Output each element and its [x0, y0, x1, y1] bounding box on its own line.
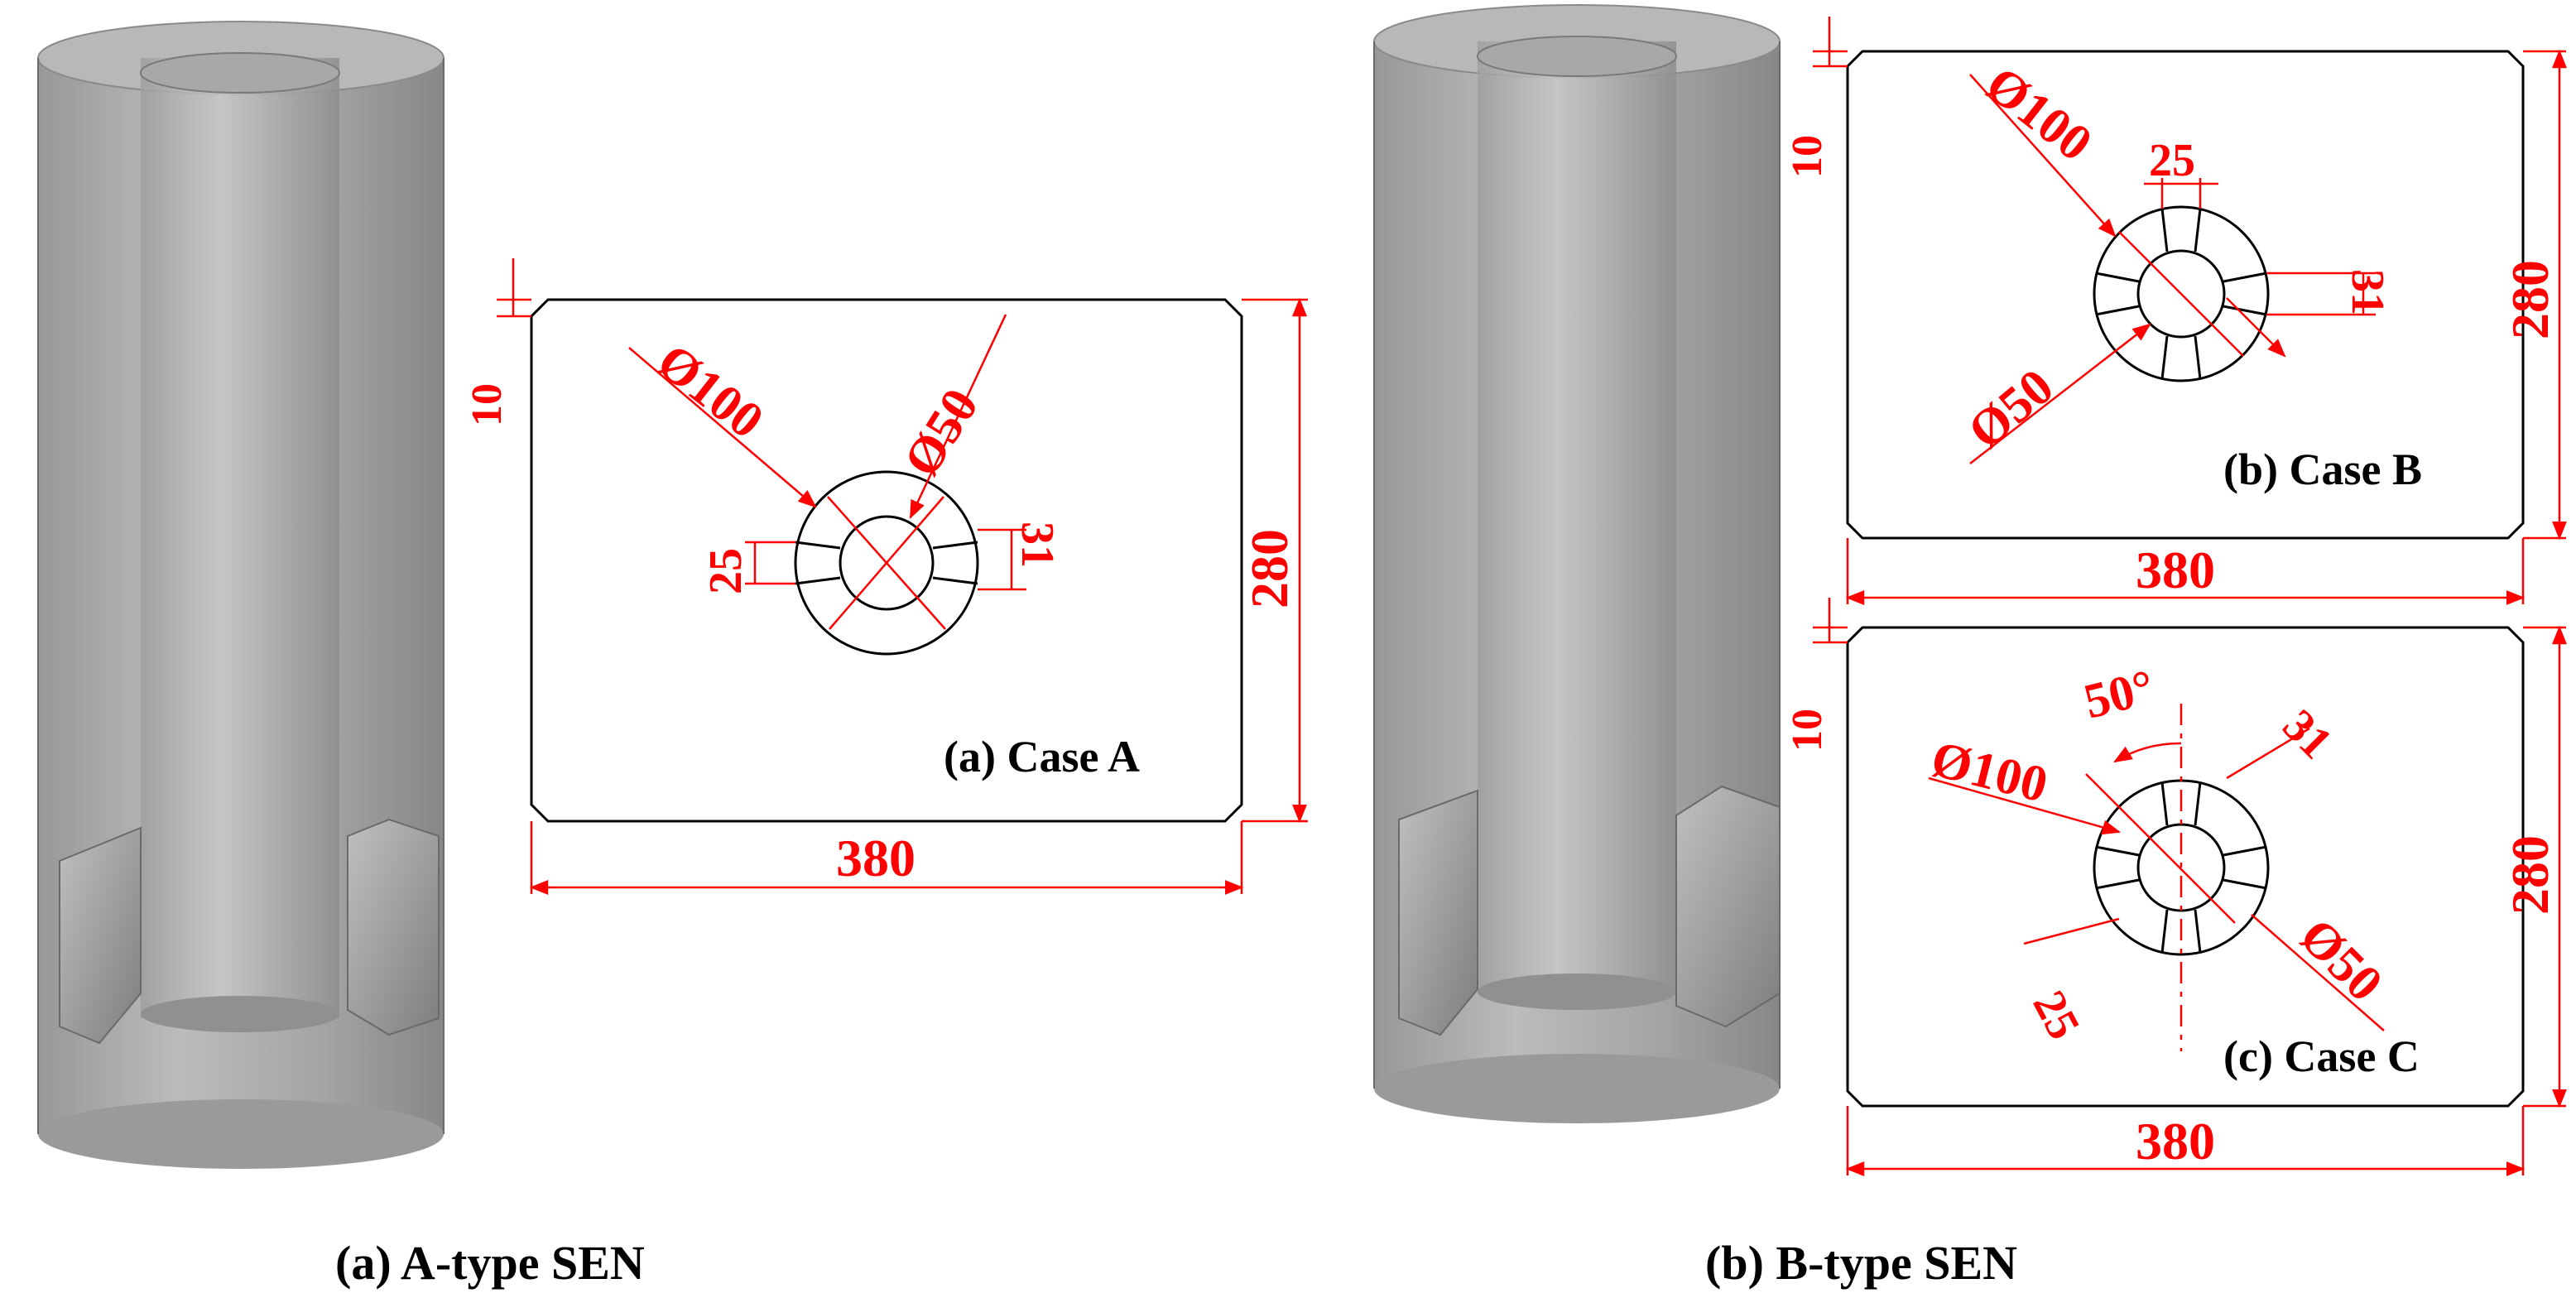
case-b-drawing	[1813, 17, 2567, 605]
a-type-sen-nozzle	[37, 21, 445, 1169]
case-b-outer-circle	[2093, 205, 2270, 382]
case-b-inner-circle	[2136, 249, 2226, 339]
case-c-drawing	[1813, 598, 2567, 1176]
case-b-width-label: 380	[2136, 541, 2215, 599]
case-a-port-b-label: 31	[1012, 522, 1063, 568]
case-c-port-b-label: 31	[2273, 699, 2342, 768]
case-a-outer-diameter-label: Ø100	[646, 333, 773, 449]
case-c-mold-outline	[1846, 626, 2525, 1108]
case-a-outer-circle	[794, 470, 979, 656]
case-a-chamfer-label: 10	[464, 383, 511, 426]
b-type-sen-nozzle	[1373, 4, 1781, 1123]
case-b-port-a-label: 25	[2149, 135, 2195, 186]
case-c-title: (c) Case C	[2223, 1031, 2420, 1081]
case-b-outer-diameter-label: Ø100	[1975, 55, 2102, 172]
caption-b-type-sen: (b) B-type SEN	[1705, 1236, 2017, 1290]
case-b-chamfer-label: 10	[1784, 135, 1831, 178]
case-b-inner-diameter-label: Ø50	[1958, 358, 2064, 460]
case-c-width-label: 380	[2136, 1112, 2215, 1171]
case-c-port-a-label: 25	[2023, 983, 2090, 1048]
case-a-inner-circle	[839, 515, 935, 611]
case-b-port-b-label: 31	[2342, 269, 2393, 315]
case-a-inner-diameter-label: Ø50	[893, 379, 989, 487]
case-b-mold-outline	[1846, 50, 2525, 540]
case-c-angle-arc	[2113, 742, 2182, 763]
case-c-inner-diameter-label: Ø50	[2289, 908, 2393, 1012]
caption-a-type-sen: (a) A-type SEN	[335, 1236, 645, 1290]
case-c-outer-diameter-label: Ø100	[1926, 731, 2053, 814]
case-c-chamfer-label: 10	[1784, 709, 1831, 752]
case-c-height-label: 280	[2501, 835, 2559, 915]
case-a-height-label: 280	[1240, 529, 1299, 608]
case-b-title: (b) Case B	[2223, 445, 2422, 494]
case-a-title: (a) Case A	[944, 732, 1140, 781]
case-a-width-label: 380	[836, 829, 916, 887]
case-b-height-label: 280	[2501, 260, 2559, 339]
case-a-mold-outline	[530, 298, 1243, 823]
case-c-angle-label: 50°	[2079, 659, 2159, 728]
case-a-drawing	[497, 258, 1308, 895]
case-a-port-a-label: 25	[700, 548, 752, 594]
